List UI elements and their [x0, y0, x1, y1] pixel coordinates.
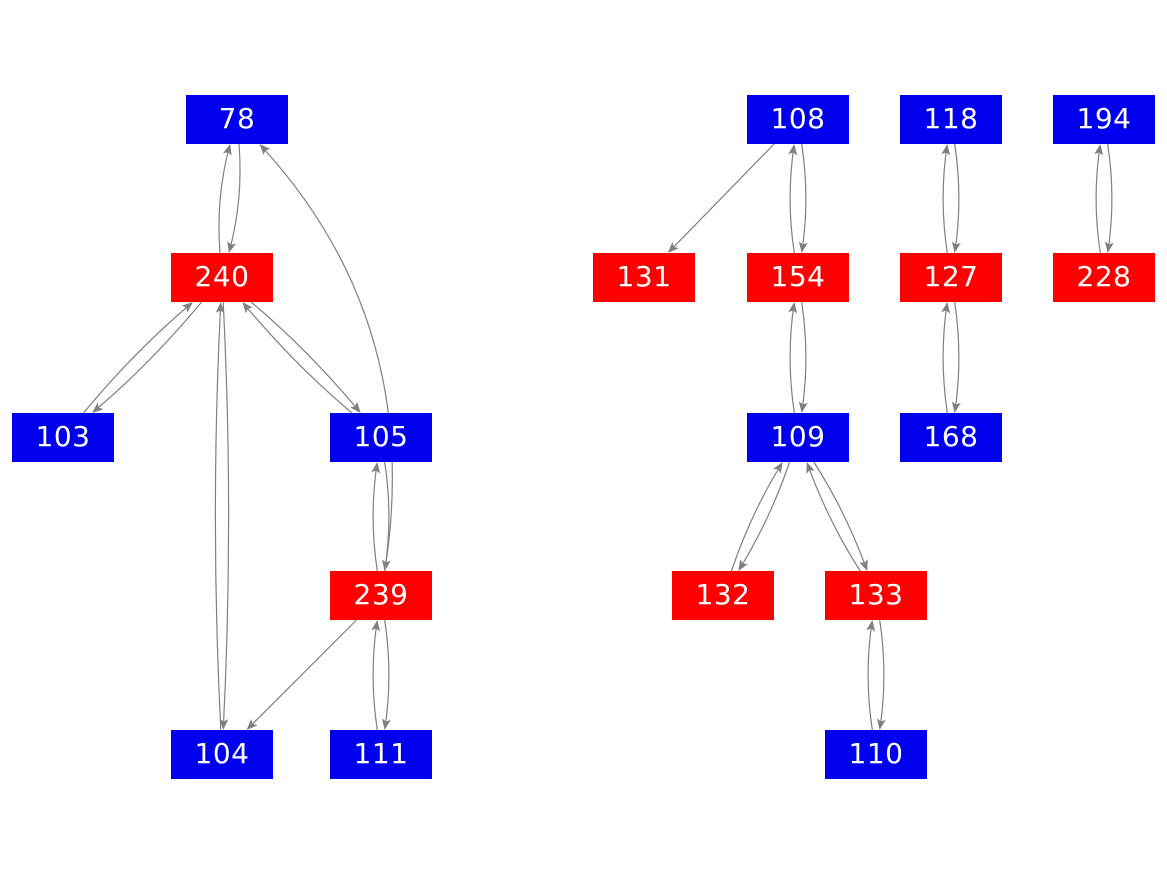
- graph-edge-240-to-103: [92, 301, 203, 413]
- graph-edge-104-to-240: [214, 302, 225, 731]
- graph-edge-228-to-194: [1094, 144, 1104, 254]
- graph-edge-78-to-240: [227, 143, 241, 254]
- graph-edge-239-to-105: [371, 462, 381, 572]
- graph-node-133[interactable]: 133: [825, 571, 927, 620]
- graph-node-118[interactable]: 118: [900, 95, 1002, 144]
- graph-node-154[interactable]: 154: [747, 253, 849, 302]
- graph-edge-118-to-127: [951, 143, 961, 253]
- graph-node-label: 239: [353, 577, 409, 611]
- graph-edge-239-to-111: [381, 619, 391, 730]
- graph-node-label: 194: [1076, 101, 1132, 135]
- graph-edge-127-to-118: [941, 144, 951, 254]
- graph-edge-133-to-110: [876, 619, 886, 730]
- graph-node-label: 104: [194, 736, 250, 770]
- graph-edge-240-to-78: [218, 143, 232, 254]
- graph-node-194[interactable]: 194: [1053, 95, 1155, 144]
- graph-node-132[interactable]: 132: [672, 571, 774, 620]
- graph-edge-108-to-154: [798, 143, 808, 253]
- graph-edge-240-to-104: [219, 301, 230, 730]
- graph-node-label: 240: [194, 259, 250, 293]
- graph-edge-109-to-154: [788, 302, 798, 414]
- graph-node-label: 228: [1076, 259, 1132, 293]
- graph-edge-133-to-109: [806, 461, 861, 572]
- graph-node-228[interactable]: 228: [1053, 253, 1155, 302]
- graph-edge-111-to-239: [371, 620, 381, 731]
- graph-edge-109-to-133: [813, 461, 868, 572]
- graph-edge-132-to-109: [730, 462, 783, 572]
- graph-edge-240-to-105: [250, 301, 361, 413]
- graph-node-label: 110: [848, 736, 904, 770]
- graph-node-label: 103: [35, 419, 91, 453]
- graph-node-110[interactable]: 110: [825, 730, 927, 779]
- graph-node-168[interactable]: 168: [900, 413, 1002, 462]
- graph-node-105[interactable]: 105: [330, 413, 432, 462]
- graph-node-239[interactable]: 239: [330, 571, 432, 620]
- graph-edge-110-to-133: [866, 620, 876, 731]
- graph-edge-168-to-127: [941, 302, 951, 414]
- graph-node-label: 127: [923, 259, 979, 293]
- graph-edge-109-to-132: [738, 461, 791, 571]
- graph-node-103[interactable]: 103: [12, 413, 114, 462]
- graph-edge-108-to-131: [667, 143, 775, 253]
- graph-node-label: 154: [770, 259, 826, 293]
- graph-node-label: 131: [616, 259, 672, 293]
- graph-node-label: 168: [923, 419, 979, 453]
- graph-edge-154-to-108: [788, 144, 798, 254]
- graph-edge-239-to-104: [246, 619, 357, 730]
- graph-node-label: 111: [353, 736, 409, 770]
- graph-edge-194-to-228: [1104, 143, 1114, 253]
- graph-node-127[interactable]: 127: [900, 253, 1002, 302]
- graph-node-label: 118: [923, 101, 979, 135]
- graph-node-78[interactable]: 78: [186, 95, 288, 144]
- graph-edge-103-to-240: [82, 302, 193, 414]
- graph-node-label: 109: [770, 419, 826, 453]
- graph-node-label: 132: [695, 577, 751, 611]
- graph-node-label: 105: [353, 419, 409, 453]
- graph-node-131[interactable]: 131: [593, 253, 695, 302]
- graph-edge-154-to-109: [798, 301, 808, 413]
- graph-edge-105-to-239: [381, 461, 391, 571]
- graph-node-104[interactable]: 104: [171, 730, 273, 779]
- graph-node-label: 108: [770, 101, 826, 135]
- graph-node-label: 78: [218, 101, 256, 135]
- graph-edge-239-to-78: [259, 143, 393, 572]
- graph-node-240[interactable]: 240: [171, 253, 273, 302]
- graph-node-label: 133: [848, 577, 904, 611]
- graph-edge-105-to-240: [242, 302, 353, 414]
- graph-edge-127-to-168: [951, 301, 961, 413]
- graph-node-108[interactable]: 108: [747, 95, 849, 144]
- graph-node-111[interactable]: 111: [330, 730, 432, 779]
- graph-node-109[interactable]: 109: [747, 413, 849, 462]
